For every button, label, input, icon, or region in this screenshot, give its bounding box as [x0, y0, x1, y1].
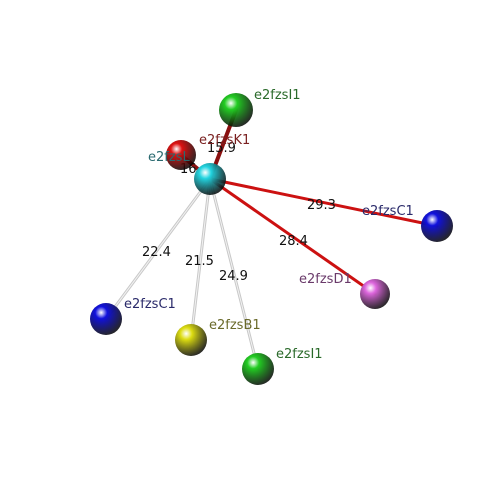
atom-label: e2fzsI1 — [254, 88, 301, 103]
atom-labels-layer: e2fzsL e2fzsI1 e2fzsK1 e2fzsC1 e2fzsD1 e2fzsC… — [124, 88, 414, 362]
atom-top_green — [219, 93, 253, 127]
atom-red — [166, 140, 196, 170]
bonds-layer — [104, 108, 439, 371]
bond-highlight — [105, 178, 211, 320]
atom-left_blue — [90, 303, 122, 335]
bond-length-label: 21.5 — [185, 254, 214, 269]
atom-yellow — [175, 324, 207, 356]
atoms-layer — [90, 93, 453, 385]
atom-label: e2fzsK1 — [199, 133, 250, 148]
bond-length-label: 15.9 — [207, 141, 236, 156]
atom-bottom_green — [242, 353, 274, 385]
atom-label: e2fzsC1 — [362, 204, 414, 219]
bond-length-label: 28.4 — [279, 234, 308, 249]
atom-label: e2fzsI1 — [276, 347, 323, 362]
bond-length-label: 22.4 — [142, 245, 171, 260]
bond-highlight — [190, 178, 211, 341]
atom-label: e2fzsC1 — [124, 297, 176, 312]
atom-label: e2fzsD1 — [299, 272, 352, 287]
bond-highlight — [209, 178, 259, 370]
atom-center — [194, 163, 226, 195]
atom-right_blue — [421, 210, 453, 242]
atom-label: e2fzsB1 — [209, 318, 261, 333]
bond-labels-layer: 15.916.29.328.422.421.524.9 — [142, 141, 336, 284]
bond-center-right_blue — [208, 177, 439, 228]
atom-pink — [360, 279, 390, 309]
bond-length-label: 24.9 — [219, 269, 248, 284]
bond-length-label: 29.3 — [307, 198, 336, 213]
bond-center-pink — [208, 177, 377, 296]
atom-label: e2fzsL — [148, 150, 190, 165]
